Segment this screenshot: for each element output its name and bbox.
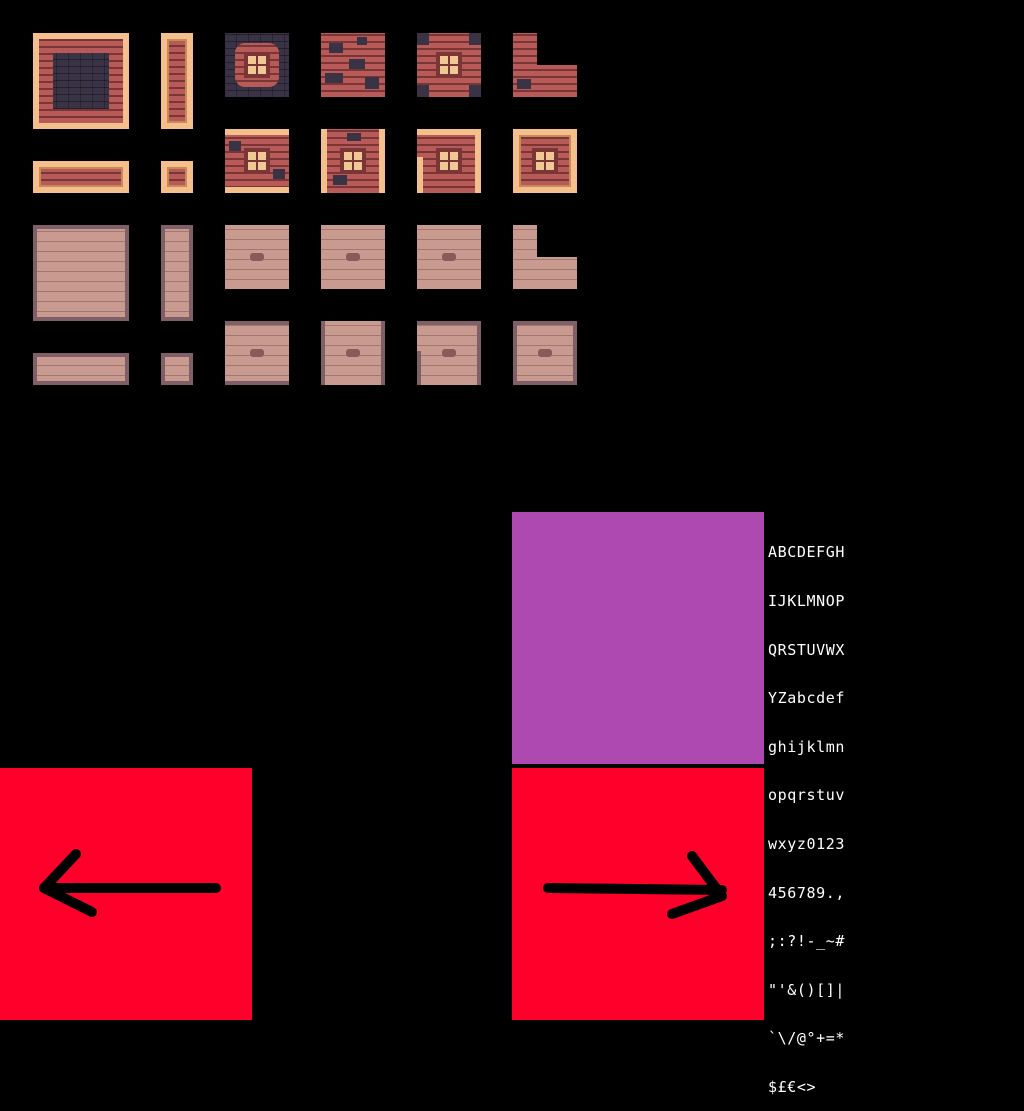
tile-pink-plain — [225, 225, 289, 289]
tile-pink-small-block — [161, 353, 193, 385]
charset-row: ghijklmn — [768, 737, 846, 756]
charset-row: wxyz0123 — [768, 834, 846, 853]
left-arrow-button[interactable] — [0, 768, 252, 1020]
tile-pink-vertical-bar — [161, 225, 193, 321]
charset-row: YZabcdef — [768, 689, 846, 708]
tile-vertical-bar — [161, 33, 193, 129]
charset-row: ;:?!-_~# — [768, 932, 846, 951]
charset-row: $£€<> — [768, 1077, 817, 1096]
tile-pink-side-frame — [321, 321, 385, 385]
tile-horizontal-bar — [33, 161, 129, 193]
tile-window-side-frame — [321, 129, 385, 193]
font-charset: ABCDEFGH IJKLMNOP QRSTUVWX YZabcdef ghij… — [768, 512, 898, 1111]
tile-pink-plain-3 — [417, 225, 481, 289]
tile-pink-corner-l — [513, 225, 577, 289]
charset-row: IJKLMNOP — [768, 592, 846, 610]
tile-window-corner-frame — [417, 129, 481, 193]
tile-window-ring — [225, 33, 289, 97]
purple-panel — [512, 512, 764, 764]
charset-row: QRSTUVWX — [768, 640, 846, 659]
right-arrow-button[interactable] — [512, 768, 764, 1020]
charset-row: opqrstuv — [768, 786, 846, 805]
charset-row: ABCDEFGH — [768, 543, 846, 562]
tile-corner-l — [513, 33, 577, 97]
tile-small-block — [161, 161, 193, 193]
tile-window-full-frame — [513, 129, 577, 193]
arrow-right-icon — [543, 851, 727, 919]
tile-pink-square — [33, 225, 129, 321]
tile-pink-corner-frame — [417, 321, 481, 385]
tile-pink-full-frame — [513, 321, 577, 385]
tile-hollow-frame — [33, 33, 129, 129]
charset-row: 456789., — [768, 883, 846, 902]
charset-row: "'&()[]| — [768, 980, 846, 999]
tile-pink-horizontal-bar — [33, 353, 129, 385]
tile-window-cross — [417, 33, 481, 97]
tile-window-top-frame — [225, 129, 289, 193]
charset-row: `\/@°+=* — [768, 1029, 846, 1048]
tile-pink-plain-2 — [321, 225, 385, 289]
tile-scattered-bricks — [321, 33, 385, 97]
tile-pink-top-frame — [225, 321, 289, 385]
arrow-left-icon — [39, 849, 221, 917]
